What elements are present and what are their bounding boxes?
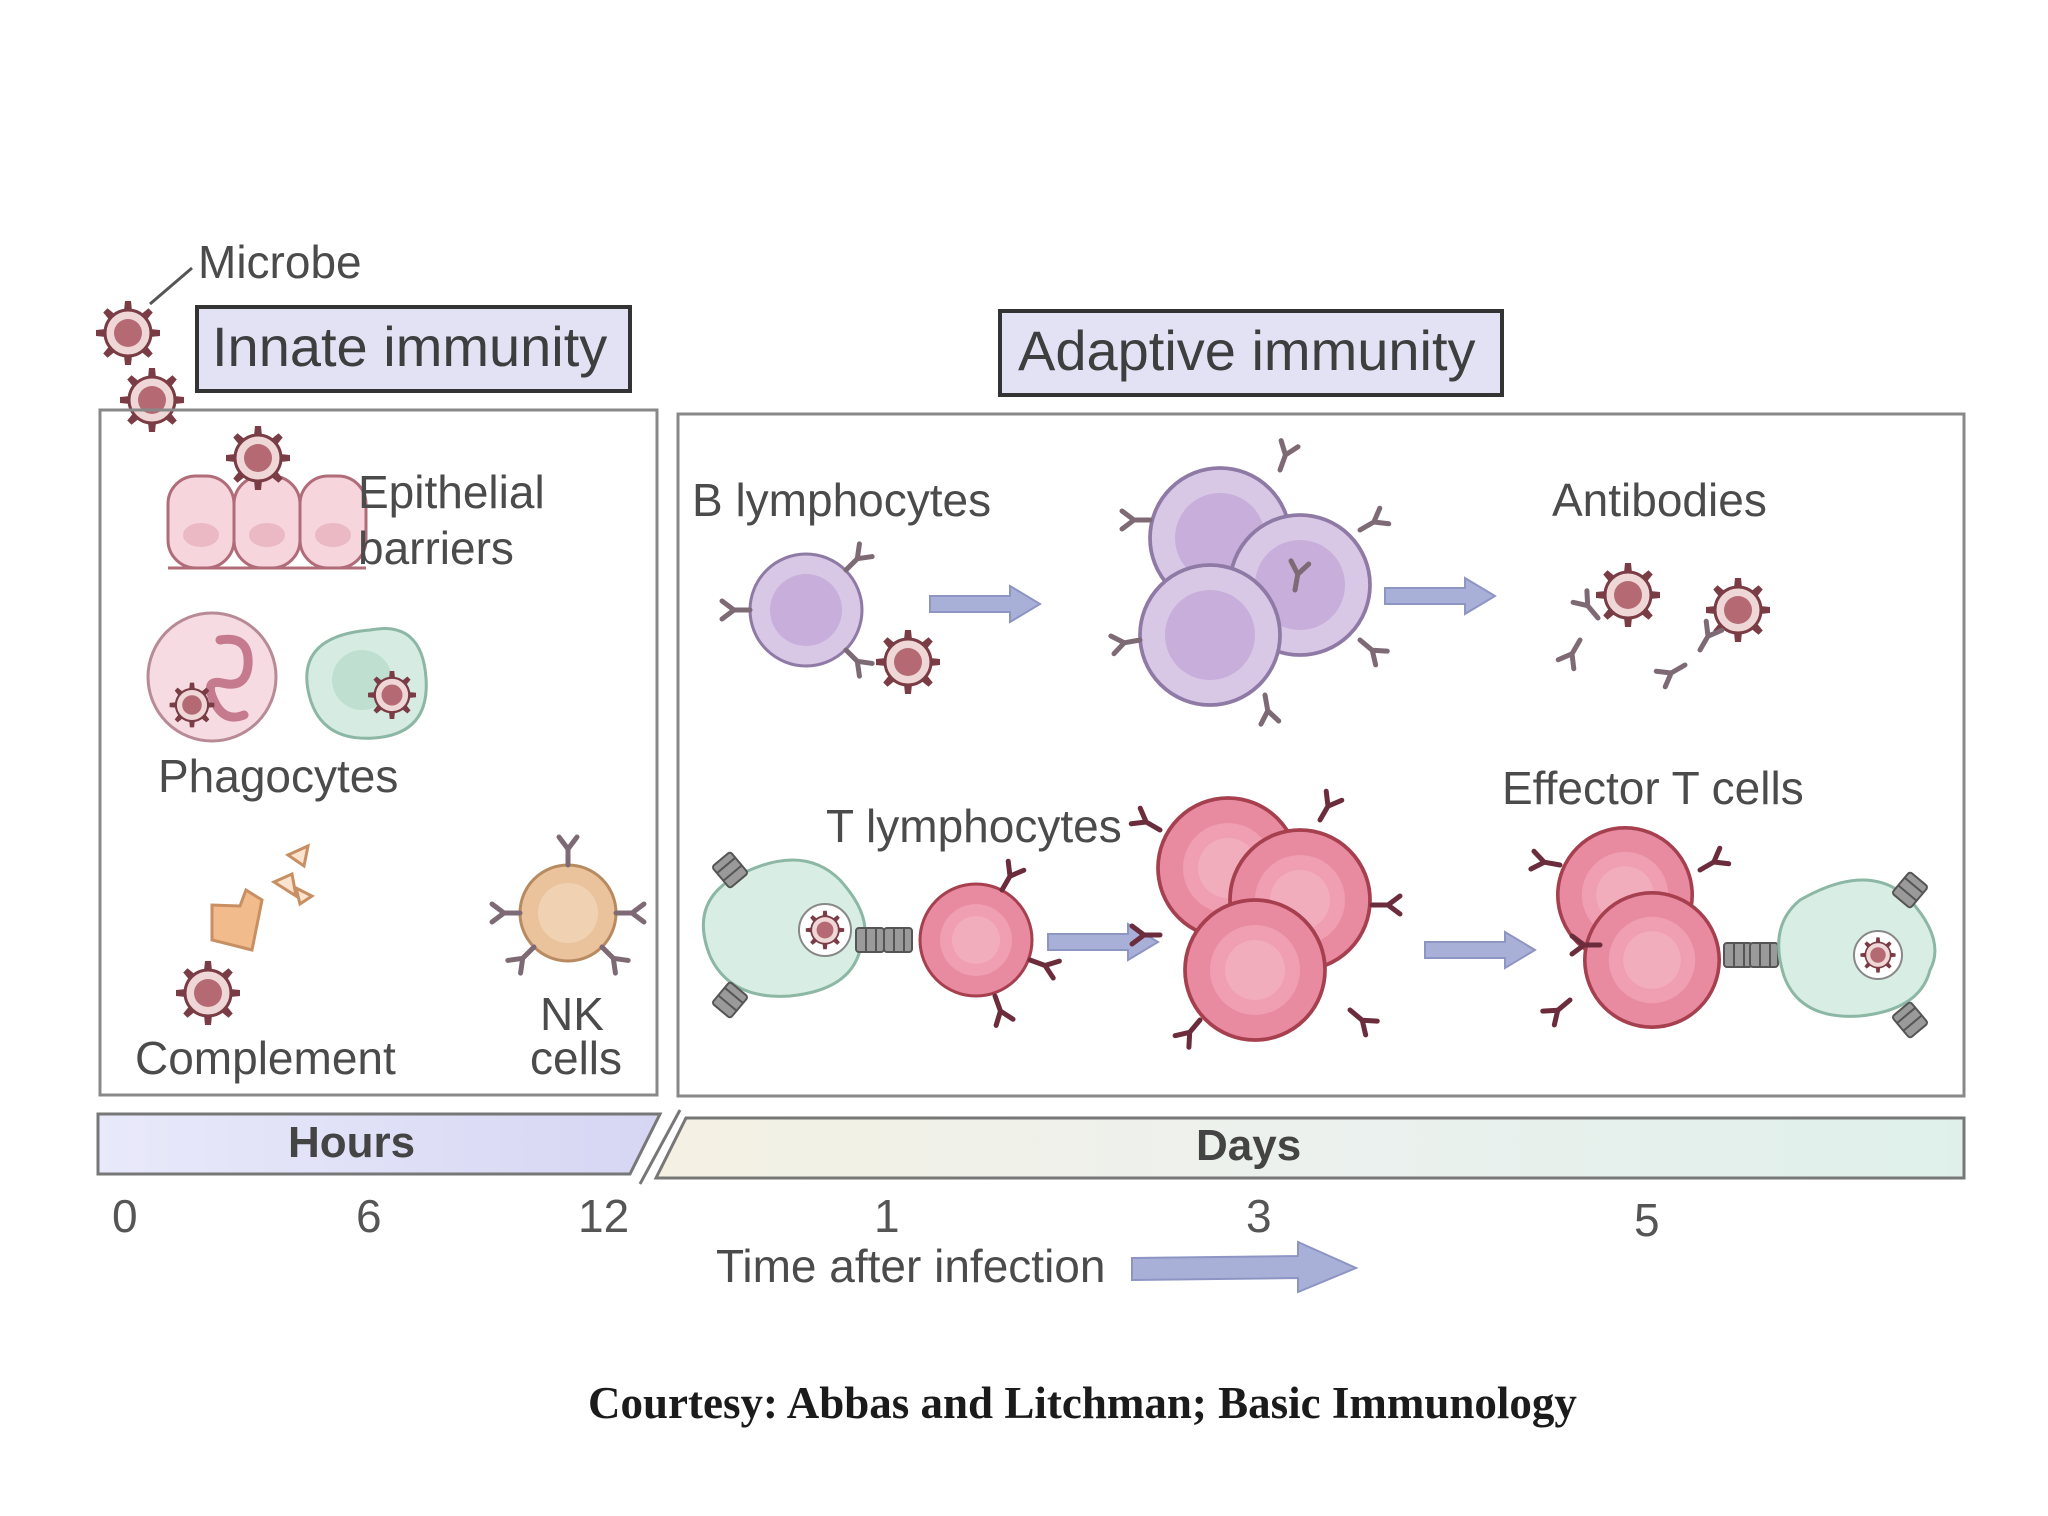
effector-t-cells [1531, 825, 1729, 1029]
nk-label-line2: cells [530, 1032, 622, 1084]
microbe-icon [224, 424, 292, 492]
epithelial-label-line2: barriers [358, 522, 514, 574]
arrow-icon [1047, 923, 1159, 961]
t-lymphocytes-label: T lymphocytes [826, 800, 1122, 852]
t-cell-cluster [1131, 791, 1400, 1047]
arrow-icon [1424, 931, 1536, 969]
axis-break [638, 1109, 682, 1185]
antibodies-icon [1558, 561, 1772, 687]
phagocytes-label: Phagocytes [158, 750, 398, 802]
epithelial-label-line1: Epithelial [358, 466, 545, 518]
arrow-icon [929, 585, 1041, 623]
time-axis-label: Time after infection [716, 1240, 1105, 1292]
tick-day-3: 3 [1246, 1190, 1272, 1242]
days-label: Days [1196, 1121, 1301, 1170]
t-lymphocyte-cell [918, 861, 1059, 1025]
microbe-icon [94, 299, 162, 367]
time-arrow-icon [1131, 1240, 1359, 1294]
b-lymphocytes-label: B lymphocytes [692, 474, 991, 526]
microbe-pointer [149, 266, 193, 306]
microbe-icon [118, 366, 186, 434]
antigen-presenting-cell [701, 850, 867, 1020]
hours-label: Hours [288, 1118, 415, 1167]
hours-band [96, 1112, 663, 1176]
innate-title: Innate immunity [212, 315, 607, 378]
credit-line: Courtesy: Abbas and Litchman; Basic Immu… [588, 1378, 1577, 1428]
adaptive-title: Adaptive immunity [1018, 319, 1476, 382]
tick-day-5: 5 [1634, 1194, 1660, 1246]
days-band [653, 1116, 1966, 1180]
innate-panel [98, 408, 659, 1097]
tick-hour-12: 12 [578, 1190, 629, 1242]
adaptive-panel [676, 412, 1966, 1098]
antibodies-label: Antibodies [1552, 474, 1767, 526]
innate-title-box [195, 305, 632, 393]
tick-hour-0: 0 [112, 1190, 138, 1242]
tick-hour-6: 6 [356, 1190, 382, 1242]
macrophage-icon [305, 627, 428, 740]
target-cell [1777, 870, 1937, 1040]
microbe-icon [174, 959, 242, 1027]
microbe-label: Microbe [198, 236, 362, 288]
arrow-icon [1384, 577, 1496, 615]
b-cell-cluster [1111, 441, 1389, 725]
tcr-contact [1723, 942, 1779, 968]
complement-label: Complement [135, 1032, 396, 1084]
b-lymphocyte-cell [722, 544, 872, 676]
nk-cell-icon [492, 837, 644, 973]
complement-icon [210, 843, 315, 952]
effector-t-cells-label: Effector T cells [1502, 762, 1804, 814]
microbe-icon [874, 628, 942, 696]
adaptive-title-box [998, 309, 1504, 397]
neutrophil-icon [146, 611, 278, 743]
nk-label-line1: NK [540, 988, 604, 1040]
epithelial-cells-icon [166, 474, 368, 570]
tcr-contact [855, 927, 913, 953]
tick-day-1: 1 [874, 1190, 900, 1242]
